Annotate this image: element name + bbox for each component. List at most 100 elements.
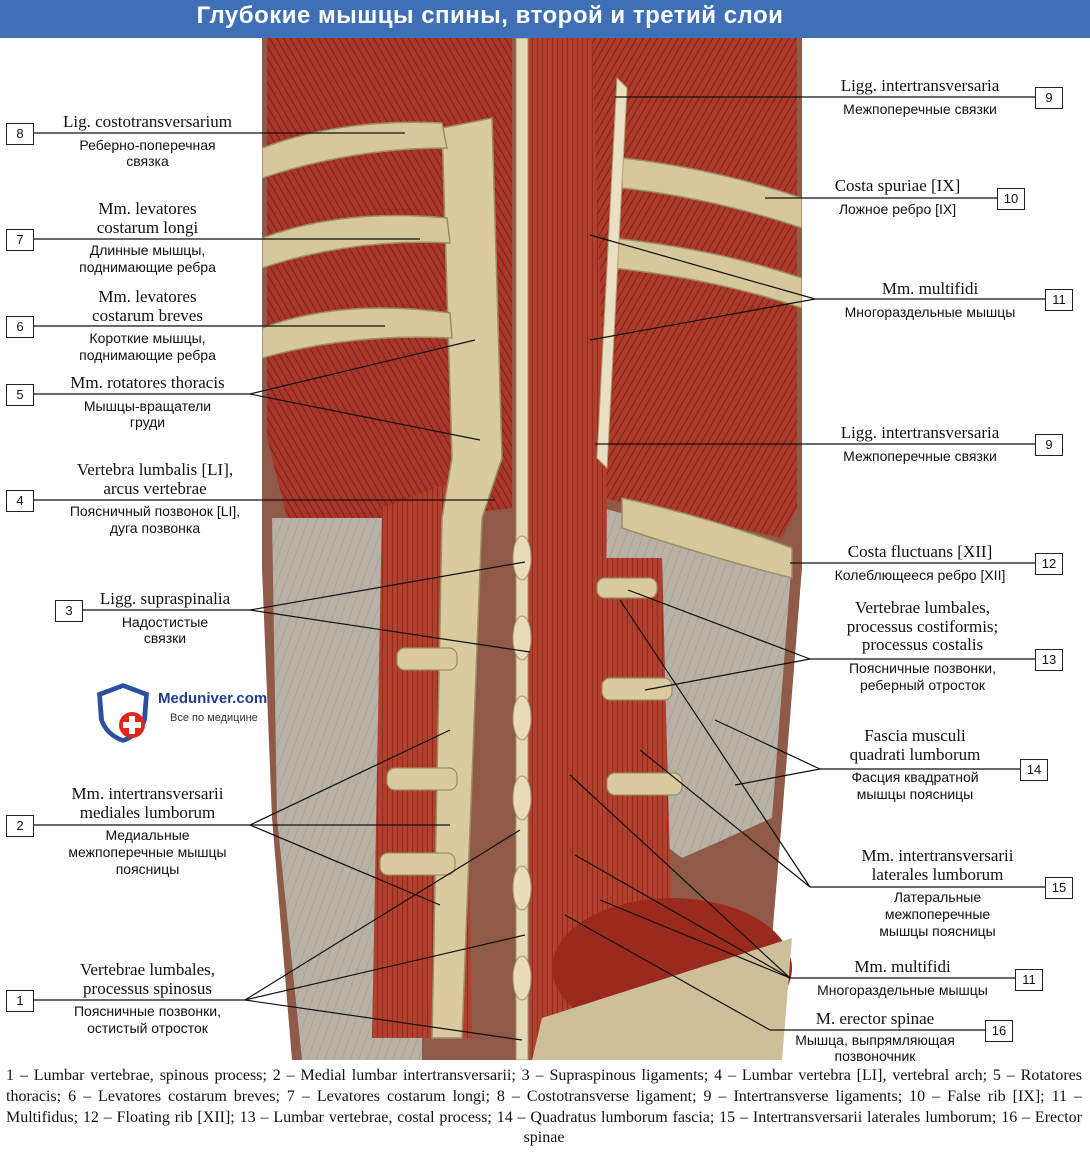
- label-multifidi-upper: Mm. multifidi Многораздельные мышцы: [815, 279, 1045, 320]
- label-russian-line2: поднимающие ребра: [79, 347, 216, 364]
- label-lumbar-vertebra-arch: Vertebra lumbalis [LI], arcus vertebrae …: [20, 460, 290, 537]
- label-number-5: 5: [6, 384, 34, 406]
- watermark-name: Meduniver.com: [158, 690, 268, 707]
- label-latin-line1: Vertebrae lumbales,: [80, 960, 215, 979]
- label-quadratus-lumborum-fascia: Fascia musculi quadrati lumborum Фасция …: [815, 726, 1015, 803]
- label-number-9: 9: [1035, 87, 1063, 109]
- label-russian-line1: Надостистые: [121, 613, 209, 630]
- label-lumbar-costal-process: Vertebrae lumbales, processus costiformi…: [815, 598, 1030, 694]
- label-rotatores-thoracis: Mm. rotatores thoracis Мышцы-вращатели г…: [20, 373, 275, 431]
- label-russian-line2: связки: [143, 630, 187, 647]
- label-number-13: 13: [1035, 649, 1063, 671]
- label-multifidi-lower: Mm. multifidi Многораздельные мышцы: [790, 957, 1015, 998]
- label-latin-line1: Mm. levatores: [98, 287, 197, 306]
- label-russian-line1: Фасция квадратной: [851, 769, 979, 786]
- page-title: Глубокие мышцы спины, второй и третий сл…: [196, 2, 784, 29]
- label-russian-line1: Мышца, выпрямляющая: [795, 1031, 955, 1048]
- label-russian-line2: груди: [129, 414, 166, 431]
- label-intertransversarii-laterales: Mm. intertransversarii laterales lumboru…: [835, 846, 1040, 940]
- label-latin: Mm. multifidi: [854, 957, 951, 976]
- label-russian-line2: межпоперечные: [884, 906, 991, 923]
- label-intertransverse-ligaments-lower: Ligg. intertransversaria Межпоперечные с…: [810, 423, 1030, 464]
- label-russian-line1: Поясничные позвонки,: [848, 660, 996, 677]
- label-russian: Многораздельные мышцы: [844, 303, 1016, 320]
- label-latin-line1: Mm. levatores: [98, 199, 197, 218]
- label-latin: Costa spuriae [IX]: [834, 176, 961, 195]
- label-number-15: 15: [1045, 877, 1073, 899]
- anatomy-illustration: [262, 38, 802, 1060]
- label-russian: Межпоперечные связки: [843, 100, 997, 117]
- label-latin-line2: costarum breves: [92, 305, 203, 325]
- label-russian-line1: Реберно-поперечная: [79, 136, 216, 153]
- label-russian-line2: реберный отросток: [860, 676, 985, 693]
- label-latin-line2: processus spinosus: [83, 978, 212, 998]
- label-russian-line1: Короткие мышцы,: [89, 330, 206, 347]
- label-russian-line2: поднимающие ребра: [79, 259, 216, 276]
- label-russian-line1: Поясничный позвонок [LI],: [69, 503, 241, 520]
- label-number-10: 10: [997, 188, 1025, 210]
- label-latin-line1: Vertebrae lumbales,: [855, 598, 990, 617]
- label-number-8: 8: [6, 123, 34, 145]
- label-latin-line1: Mm. intertransversarii: [71, 784, 224, 803]
- label-russian-line2: позвоночник: [834, 1048, 916, 1065]
- label-number-2: 2: [6, 815, 34, 837]
- label-russian-line3: поясницы: [115, 860, 180, 877]
- label-number-12: 12: [1035, 553, 1063, 575]
- label-false-rib: Costa spuriae [IX] Ложное ребро [IX]: [800, 176, 995, 217]
- label-latin-line1: Fascia musculi: [864, 726, 966, 745]
- label-supraspinous-ligaments: Ligg. supraspinalia Надостистые связки: [85, 589, 245, 647]
- label-levatores-costarum-longi: Mm. levatores costarum longi Длинные мыш…: [20, 199, 275, 276]
- label-russian-line3: мышцы поясницы: [879, 922, 996, 939]
- label-latin: Ligg. supraspinalia: [99, 589, 231, 608]
- label-costotransverse-ligament: Lig. costotransversarium Реберно-попереч…: [20, 112, 275, 170]
- label-russian-line2: мышцы поясницы: [856, 786, 974, 803]
- label-russian-line2: остистый отросток: [87, 1020, 208, 1037]
- label-latin: Lig. costotransversarium: [62, 112, 232, 131]
- label-latin-line3: processus costalis: [861, 635, 984, 655]
- label-russian-line1: Латеральные: [893, 889, 982, 906]
- label-latin: Mm. rotatores thoracis: [70, 373, 225, 392]
- label-number-11: 11: [1015, 969, 1043, 991]
- label-latin: Costa fluctuans [XII]: [847, 542, 993, 561]
- label-russian-line2: связка: [126, 153, 169, 170]
- label-latin: M. erector spinae: [815, 1009, 935, 1028]
- label-number-14: 14: [1020, 759, 1048, 781]
- label-latin-line2: processus costiformis;: [846, 616, 999, 636]
- label-latin-line2: arcus vertebrae: [103, 478, 207, 498]
- label-latin: Mm. multifidi: [881, 279, 979, 298]
- shield-logo-icon: [94, 680, 152, 746]
- label-number-4: 4: [6, 490, 34, 512]
- label-latin-line2: mediales lumborum: [79, 802, 216, 822]
- label-lumbar-spinous-process: Vertebrae lumbales, processus spinosus П…: [20, 960, 275, 1037]
- label-number-9: 9: [1035, 434, 1063, 456]
- watermark-tagline: Все по медицине: [170, 712, 258, 724]
- label-number-1: 1: [6, 990, 34, 1012]
- label-russian: Колеблющееся ребро [XII]: [834, 566, 1006, 583]
- label-erector-spinae: M. erector spinae Мышца, выпрямляющая по…: [770, 1009, 980, 1065]
- label-number-7: 7: [6, 229, 34, 251]
- figure-caption: 1 – Lumbar vertebrae, spinous process; 2…: [6, 1067, 1082, 1147]
- label-intertransverse-ligaments-upper: Ligg. intertransversaria Межпоперечные с…: [810, 76, 1030, 117]
- label-floating-rib: Costa fluctuans [XII] Колеблющееся ребро…: [810, 542, 1030, 583]
- label-number-11: 11: [1045, 289, 1073, 311]
- label-number-16: 16: [985, 1020, 1013, 1042]
- label-number-6: 6: [6, 316, 34, 338]
- label-russian: Многораздельные мышцы: [817, 981, 988, 998]
- label-russian-line2: дуга позвонка: [109, 520, 201, 537]
- label-russian-line1: Длинные мышцы,: [89, 242, 206, 259]
- label-number-3: 3: [55, 600, 83, 622]
- label-russian-line1: Мышцы-вращатели: [83, 397, 212, 414]
- label-russian: Ложное ребро [IX]: [838, 200, 957, 217]
- label-intertransversarii-mediales: Mm. intertransversarii mediales lumborum…: [20, 784, 275, 878]
- label-russian-line1: Медиальные: [105, 827, 190, 844]
- label-latin-line2: quadrati lumborum: [849, 744, 981, 764]
- label-latin: Ligg. intertransversaria: [840, 76, 1000, 95]
- label-levatores-costarum-breves: Mm. levatores costarum breves Короткие м…: [20, 287, 275, 364]
- title-bar: Глубокие мышцы спины, второй и третий сл…: [0, 0, 1090, 38]
- label-latin-line2: laterales lumborum: [871, 864, 1004, 884]
- label-russian-line2: межпоперечные мышцы: [68, 844, 227, 861]
- label-latin-line1: Mm. intertransversarii: [861, 846, 1014, 865]
- label-russian: Межпоперечные связки: [843, 447, 997, 464]
- label-latin: Ligg. intertransversaria: [840, 423, 1000, 442]
- label-latin-line2: costarum longi: [96, 217, 199, 237]
